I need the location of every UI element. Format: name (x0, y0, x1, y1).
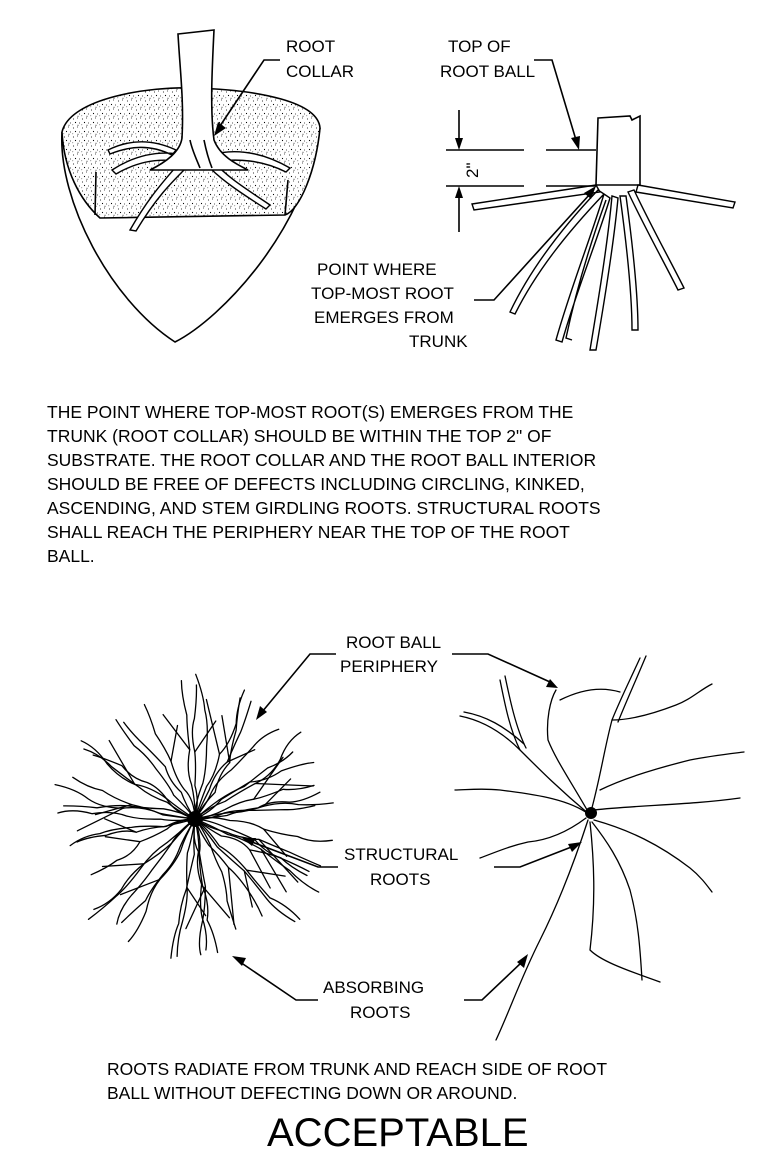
dimension-arrow-top (455, 138, 463, 150)
periphery-leader-right (452, 654, 550, 682)
trunk-section-trunk (596, 116, 640, 185)
top-of-root-ball-line-2: ROOT BALL (440, 62, 535, 81)
trunk-section-illustration: 2" (446, 110, 735, 350)
top-of-root-ball-arrowhead (571, 136, 580, 150)
absorbing-root-branch (163, 715, 190, 750)
caption-line-1: ROOTS RADIATE FROM TRUNK AND REACH SIDE … (107, 1059, 607, 1079)
absorbing-root-branch (171, 726, 178, 762)
top-of-root-ball-line-1: TOP OF (448, 37, 511, 56)
absorbing-root-branch (206, 700, 219, 755)
root-ball-illustration (62, 30, 320, 342)
root-collar-label-line-2: COLLAR (286, 62, 354, 81)
paragraph-line-4: SHOULD BE FREE OF DEFECTS INCLUDING CIRC… (47, 474, 585, 494)
absorbing-roots-label: ABSORBING ROOTS (232, 954, 528, 1022)
absorbing-line-2: ROOTS (350, 1003, 410, 1022)
paragraph-line-1: THE POINT WHERE TOP-MOST ROOT(S) EMERGES… (47, 402, 573, 422)
absorbing-leader-left (240, 962, 318, 1000)
periphery-line-1: ROOT BALL (346, 633, 441, 652)
paragraph-line-7: BALL. (47, 546, 95, 566)
structural-line-1: STRUCTURAL (344, 845, 458, 864)
structural-arrow-right (568, 842, 582, 852)
trunk-center-left (187, 811, 203, 827)
dimension-label: 2" (463, 163, 482, 179)
periphery-line-2: PERIPHERY (340, 657, 438, 676)
structural-line-2: ROOTS (370, 870, 430, 889)
dimension-arrow-bottom (455, 186, 463, 198)
root-collar-label-line-1: ROOT (286, 37, 335, 56)
absorbing-leader-right (464, 962, 522, 1000)
root-ball-periphery-label: ROOT BALL PERIPHERY (256, 633, 558, 720)
structural-root (124, 722, 195, 819)
absorbing-root-branch (247, 870, 285, 876)
structural-leader-right (494, 846, 574, 867)
point-where-line-1: POINT WHERE (317, 260, 437, 279)
point-where-label: POINT WHERE TOP-MOST ROOT EMERGES FROM T… (311, 186, 596, 351)
paragraph-line-2: TRUNK (ROOT COLLAR) SHOULD BE WITHIN THE… (47, 426, 551, 446)
paragraph-line-3: SUBSTRATE. THE ROOT COLLAR AND THE ROOT … (47, 450, 596, 470)
point-where-line-2: TOP-MOST ROOT (311, 284, 454, 303)
point-where-line-4: TRUNK (409, 332, 468, 351)
absorbing-line-1: ABSORBING (323, 978, 424, 997)
absorbing-root-branch (222, 716, 230, 763)
description-paragraph: THE POINT WHERE TOP-MOST ROOT(S) EMERGES… (47, 402, 601, 566)
caption-line-2: BALL WITHOUT DEFECTING DOWN OR AROUND. (107, 1083, 517, 1103)
paragraph-line-5: ASCENDING, AND STEM GIRDLING ROOTS. STRU… (47, 498, 601, 518)
plan-view-sparse-roots (455, 656, 744, 1040)
acceptable-title: ACCEPTABLE (267, 1111, 529, 1153)
bottom-caption: ROOTS RADIATE FROM TRUNK AND REACH SIDE … (107, 1059, 607, 1103)
point-where-line-3: EMERGES FROM (314, 308, 454, 327)
trunk-center-right (585, 807, 597, 819)
absorbing-root-branch (105, 837, 140, 842)
top-of-root-ball-label: TOP OF ROOT BALL (440, 37, 580, 150)
trunk-section-roots (472, 185, 735, 350)
structural-root (122, 819, 195, 923)
top-of-root-ball-leader (534, 60, 576, 140)
paragraph-line-6: SHALL REACH THE PERIPHERY NEAR THE TOP O… (47, 522, 570, 542)
structural-root (192, 685, 197, 819)
periphery-leader-left (262, 654, 336, 712)
